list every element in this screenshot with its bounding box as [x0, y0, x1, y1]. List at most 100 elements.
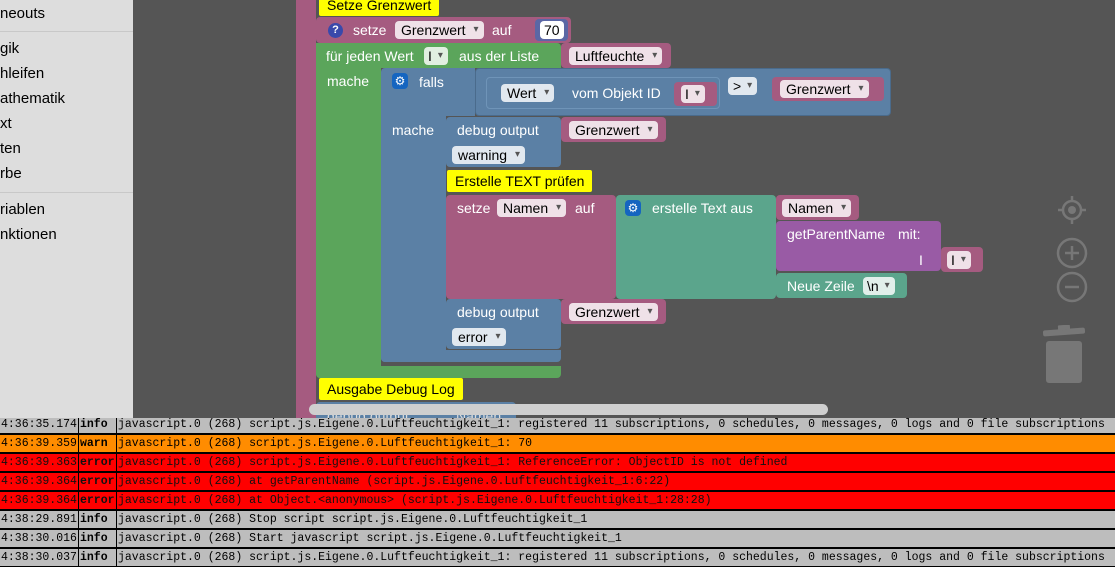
newline-block[interactable]: Neue Zeile \n — [776, 273, 907, 298]
value-type-dropdown[interactable]: Wert — [501, 84, 555, 102]
compare-variable-dropdown[interactable]: Grenzwert — [780, 80, 869, 98]
blockly-toolbox: neouts gik hleifen athematik xt ten rbe … — [0, 0, 133, 418]
function-param-label: I — [919, 252, 923, 268]
foreach-label: für jeden Wert — [326, 48, 414, 64]
blockly-workspace[interactable]: Setze Grenzwert ? setze Grenzwert auf 70… — [133, 0, 1115, 418]
create-item1-dropdown[interactable]: Namen — [782, 199, 852, 217]
recenter-icon[interactable] — [1056, 194, 1088, 226]
event-block-body[interactable] — [296, 0, 316, 418]
object-variable-dropdown[interactable]: I — [681, 85, 705, 103]
log-message: javascript.0 (268) Start javascript scri… — [117, 530, 1115, 547]
if-label: falls — [419, 74, 444, 90]
toolbox-category-math[interactable]: athematik — [0, 90, 66, 107]
toolbox-category-colour[interactable]: rbe — [0, 165, 22, 182]
debug-output-block-2[interactable]: debug output error — [446, 299, 561, 349]
toolbox-category-text[interactable]: xt — [0, 115, 12, 132]
function-call-block[interactable]: getParentName mit: I — [776, 221, 941, 271]
foreach-do-label: mache — [327, 73, 370, 89]
log-severity: error — [79, 454, 116, 471]
toolbox-category-loops[interactable]: hleifen — [0, 65, 45, 82]
log-time: 4:36:39.364 — [0, 473, 78, 490]
zoom-out-icon[interactable] — [1056, 271, 1088, 303]
create-text-block[interactable]: ⚙ erstelle Text aus — [616, 195, 776, 299]
variable-block-grenzwert[interactable]: Grenzwert — [772, 77, 884, 101]
help-icon[interactable]: ? — [328, 23, 343, 38]
if-block-body[interactable]: mache — [381, 116, 446, 362]
debug-output-label: debug output — [457, 304, 539, 320]
set2-to-label: auf — [575, 200, 595, 216]
log-time: 4:38:30.037 — [0, 549, 78, 566]
comment-setze-grenzwert[interactable]: Setze Grenzwert — [319, 0, 440, 16]
function-name-label: getParentName — [787, 226, 886, 242]
compare-block[interactable]: Wert vom Objekt ID I > Grenzwert — [475, 68, 891, 116]
if-do-label: mache — [392, 122, 435, 138]
if-block-header[interactable]: ⚙ falls — [381, 68, 475, 116]
horizontal-scrollbar[interactable] — [309, 404, 828, 415]
zoom-in-icon[interactable] — [1056, 237, 1088, 269]
set-to-label: auf — [492, 22, 512, 38]
function-with-label: mit: — [898, 226, 921, 242]
toolbox-category-variables[interactable]: riablen — [0, 201, 46, 218]
variable-dropdown-namen[interactable]: Namen — [497, 199, 567, 217]
variable-block-i[interactable]: I — [674, 82, 717, 106]
foreach-loop-footer — [316, 366, 561, 378]
log-time: 4:38:30.016 — [0, 530, 78, 547]
foreach-loop-body[interactable]: mache — [316, 68, 381, 378]
debug-level-dropdown-error[interactable]: error — [452, 328, 506, 346]
toolbox-category-logic[interactable]: gik — [0, 40, 20, 57]
set2-label: setze — [457, 200, 491, 216]
variable-block-grenzwert-debug1[interactable]: Grenzwert — [561, 117, 666, 142]
log-severity: info — [79, 549, 116, 566]
number-field[interactable]: 70 — [540, 21, 564, 39]
debug-level-dropdown-warning[interactable]: warning — [452, 146, 526, 164]
number-block[interactable]: 70 — [535, 19, 568, 41]
log-message: javascript.0 (268) script.js.Eigene.0.Lu… — [117, 549, 1115, 566]
log-severity: warn — [79, 435, 116, 452]
log-time: 4:38:29.891 — [0, 511, 78, 528]
log-severity: info — [79, 511, 116, 528]
comment-erstelle-text[interactable]: Erstelle TEXT prüfen — [447, 170, 593, 192]
toolbox-category-lists[interactable]: ten — [0, 140, 21, 157]
toolbox-separator — [0, 192, 133, 193]
trash-icon[interactable] — [1041, 325, 1087, 385]
toolbox-category-functions[interactable]: nktionen — [0, 226, 57, 243]
variable-dropdown-grenzwert[interactable]: Grenzwert — [395, 21, 484, 39]
mutator-gear-icon[interactable]: ⚙ — [392, 73, 408, 89]
of-object-label: vom Objekt ID — [572, 85, 661, 101]
log-message: javascript.0 (268) Stop script script.js… — [117, 511, 1115, 528]
variable-block-grenzwert-debug2[interactable]: Grenzwert — [561, 299, 666, 324]
function-param-dropdown[interactable]: I — [947, 251, 971, 269]
foreach-loop-header[interactable]: für jeden Wert I aus der Liste — [316, 43, 561, 68]
log-severity: error — [79, 473, 116, 490]
operator-dropdown[interactable]: > — [728, 77, 758, 95]
variable-block-param-i[interactable]: I — [941, 247, 983, 272]
debug2-variable-dropdown[interactable]: Grenzwert — [569, 303, 658, 321]
log-message: javascript.0 (268) at Object.<anonymous>… — [117, 492, 1115, 509]
debug-output-block-1[interactable]: debug output warning — [446, 117, 561, 167]
comment-ausgabe-debug-log[interactable]: Ausgabe Debug Log — [319, 378, 463, 400]
toolbox-category-timeouts[interactable]: neouts — [0, 5, 46, 22]
newline-dropdown[interactable]: \n — [863, 277, 895, 295]
log-time: 4:36:39.364 — [0, 492, 78, 509]
set-variable-block[interactable]: ? setze Grenzwert auf 70 — [316, 17, 571, 43]
foreach-variable-dropdown[interactable]: I — [424, 47, 448, 65]
mutator-gear-icon[interactable]: ⚙ — [625, 200, 641, 216]
variable-dropdown-luftfeuchte[interactable]: Luftfeuchte — [569, 47, 663, 65]
get-value-block[interactable]: Wert vom Objekt ID I — [486, 77, 720, 109]
log-severity: error — [79, 492, 116, 509]
toolbox-separator — [0, 31, 133, 32]
variable-block-luftfeuchte[interactable]: Luftfeuchte — [561, 43, 671, 68]
newline-label: Neue Zeile — [787, 278, 855, 294]
debug1-variable-dropdown[interactable]: Grenzwert — [569, 121, 658, 139]
log-time: 4:36:35.174 — [0, 418, 78, 433]
set-variable-block-namen[interactable]: setze Namen auf — [446, 195, 616, 299]
log-message: javascript.0 (268) script.js.Eigene.0.Lu… — [117, 435, 1115, 452]
variable-block-namen[interactable]: Namen — [776, 195, 859, 220]
